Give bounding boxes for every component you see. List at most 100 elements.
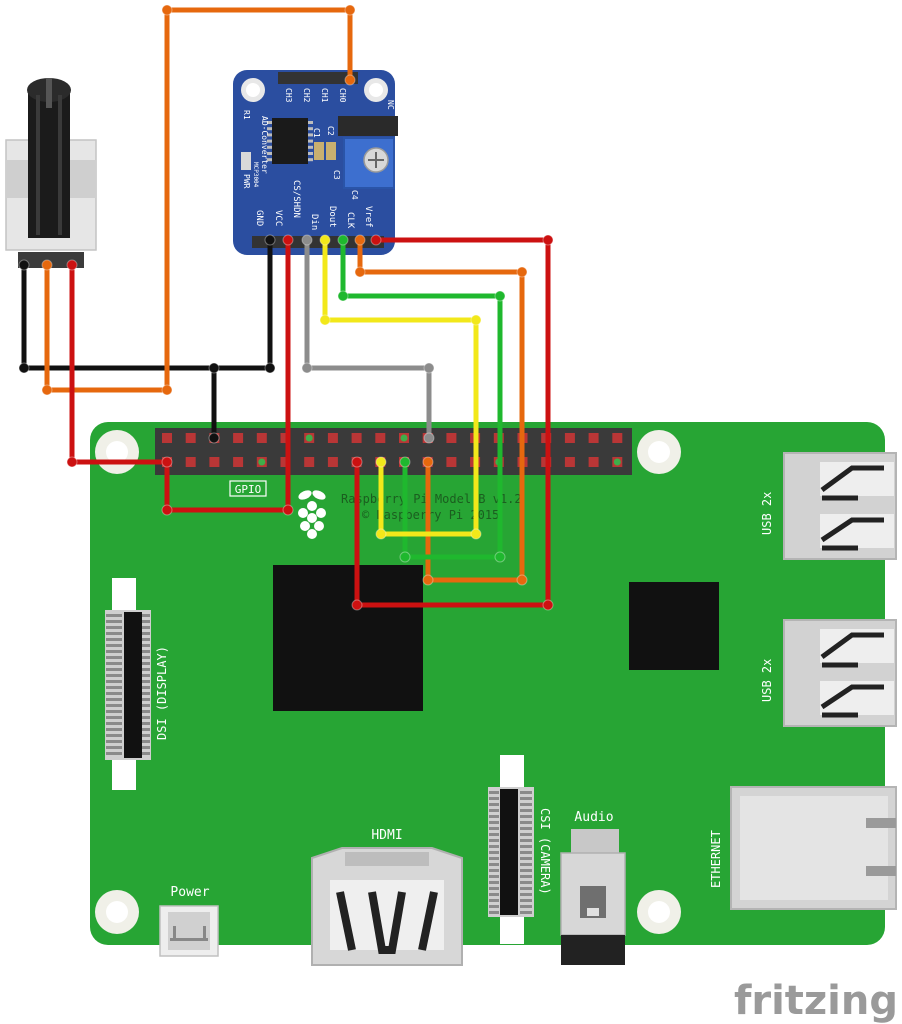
usb-label-top: USB 2x <box>760 492 774 535</box>
gpio-pin <box>327 457 338 467</box>
gpio-label: GPIO <box>235 483 262 496</box>
audio-jack <box>560 829 626 965</box>
adc-chip <box>272 118 308 164</box>
wire-joint <box>161 456 173 468</box>
gpio-pin <box>375 433 386 443</box>
gpio-pin <box>233 433 244 443</box>
wire-joint <box>337 234 349 246</box>
usb-port-bottom <box>783 619 897 727</box>
model-line: Raspberry Pi Model B v1.2 <box>341 492 522 506</box>
svg-text:Vref: Vref <box>363 206 373 228</box>
wire-joint <box>370 234 382 246</box>
raspberry-logo-icon <box>298 490 326 539</box>
svg-text:Din: Din <box>309 214 319 230</box>
wire-vcc-red <box>164 237 291 513</box>
copyright-line: © Raspberry Pi 2015 <box>362 508 499 522</box>
wire-joint <box>282 504 294 516</box>
gpio-pin <box>564 457 575 467</box>
potentiometer <box>5 78 97 268</box>
adc-jumper-label: NC <box>386 100 395 110</box>
wire-clk-orange <box>357 237 525 583</box>
adc-part-c1: C1 <box>312 128 321 138</box>
svg-text:CS/SHDN: CS/SHDN <box>291 180 301 218</box>
wire-joint <box>208 362 220 374</box>
adc-part-c3: C3 <box>332 170 341 180</box>
gpio-pin <box>446 433 457 443</box>
gpio-pin <box>185 433 196 443</box>
wire-joint <box>423 362 435 374</box>
wire-dout-green <box>340 237 503 560</box>
ethernet-label: ETHERNET <box>709 830 723 888</box>
audio-label: Audio <box>574 810 613 825</box>
ethernet-port <box>730 786 897 910</box>
wire-din-yellow <box>322 237 479 537</box>
svg-text:CH0: CH0 <box>338 88 347 103</box>
wire-joint <box>319 314 331 326</box>
svg-text:CH2: CH2 <box>302 88 311 103</box>
wire-joint <box>301 362 313 374</box>
wire-joint <box>41 384 53 396</box>
wire-joint <box>208 432 220 444</box>
wire-pot-wiper-orange <box>44 7 353 393</box>
fritzing-watermark: fritzing <box>734 978 898 1024</box>
wire-joint <box>344 4 356 16</box>
adc-part-c4: C4 <box>350 190 359 200</box>
svg-text:VCC: VCC <box>273 210 283 226</box>
gpio-pin <box>327 433 338 443</box>
wire-joint <box>494 551 506 563</box>
gpio-pin <box>588 457 599 467</box>
raspberry-pi-board: GPIO Raspberry Pi Model B v1.2 © Raspber… <box>90 422 897 966</box>
gpio-header <box>155 428 632 475</box>
csi-connector <box>488 755 534 944</box>
wire-joint <box>354 266 366 278</box>
wire-cs-gray <box>304 237 432 441</box>
svg-text:CH3: CH3 <box>284 88 293 103</box>
wire-joint <box>422 574 434 586</box>
gpio-label-box <box>229 480 267 497</box>
gpio-pin <box>446 457 457 467</box>
gpio-pin <box>612 433 623 443</box>
power-label: Power <box>170 885 209 900</box>
wire-joint <box>375 528 387 540</box>
wire-joint <box>542 599 554 611</box>
wire-joint <box>264 234 276 246</box>
usb-port-top <box>783 452 897 560</box>
hdmi-label: HDMI <box>371 828 402 843</box>
gpio-pin <box>564 433 575 443</box>
svg-text:GND: GND <box>254 210 264 226</box>
wire-joint <box>516 574 528 586</box>
svg-text:CH1: CH1 <box>320 88 329 103</box>
adc-board-title: AD-Converter <box>260 116 269 174</box>
gpio-pin <box>233 457 244 467</box>
wire-joint <box>351 599 363 611</box>
wire-joint <box>161 4 173 16</box>
wire-joint <box>351 456 363 468</box>
dsi-connector <box>105 578 151 790</box>
dsi-label: DSI (DISPLAY) <box>155 646 169 740</box>
power-port <box>159 905 219 957</box>
wire-joint <box>399 551 411 563</box>
pi-pcb <box>90 422 885 945</box>
wire-joint <box>18 362 30 374</box>
usb-label-bottom: USB 2x <box>760 659 774 702</box>
gpio-pin <box>256 433 267 443</box>
hdmi-port <box>311 847 463 966</box>
adc-part-r1: R1 <box>242 110 251 120</box>
wire-joint <box>344 74 356 86</box>
wire-joint <box>354 234 366 246</box>
wire-joint <box>422 456 434 468</box>
gpio-pin <box>162 433 172 443</box>
wire-joint <box>282 234 294 246</box>
wire-gnd-black <box>21 237 273 371</box>
wire-joint <box>399 456 411 468</box>
lan-chip <box>629 582 719 670</box>
wire-joint <box>337 290 349 302</box>
wire-joint <box>264 362 276 374</box>
mounting-holes <box>95 430 681 934</box>
wire-joint <box>375 456 387 468</box>
svg-text:CLK: CLK <box>345 212 355 229</box>
gpio-pin <box>304 457 315 467</box>
adc-part-pwr: PWR <box>242 174 251 189</box>
wire-joint <box>66 456 78 468</box>
